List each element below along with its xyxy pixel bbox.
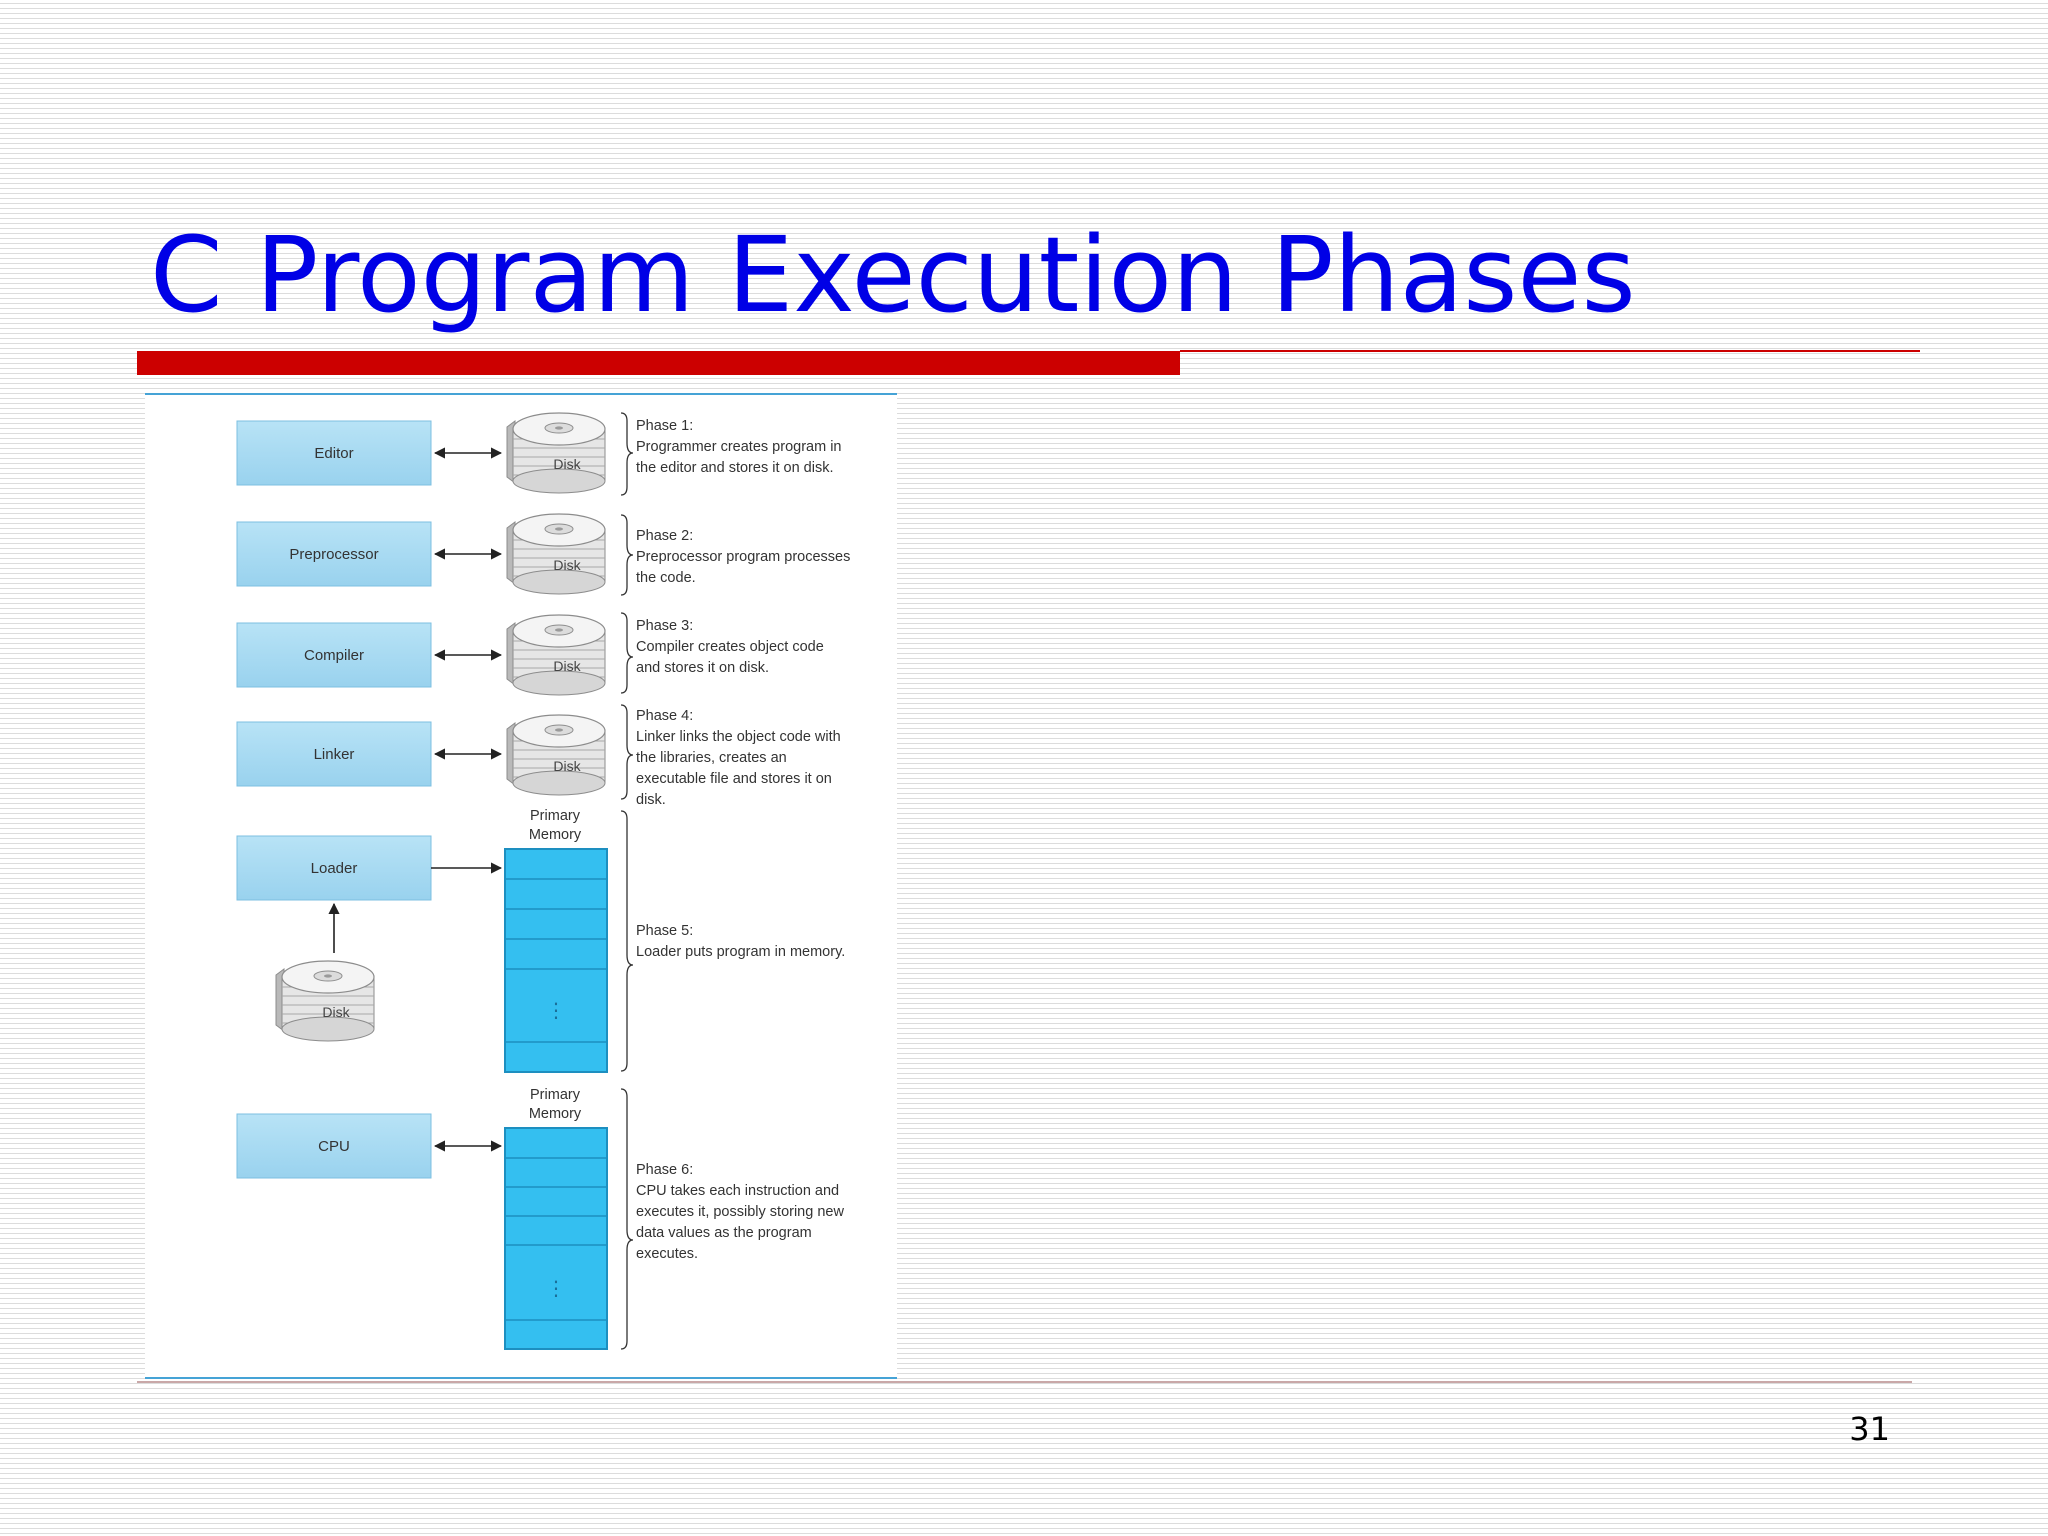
- brace-phase1: [620, 412, 634, 496]
- disk-icon-phase1: Disk: [506, 412, 606, 494]
- phase-label-2: Phase 2:: [636, 528, 694, 544]
- brace-phase4: [620, 704, 634, 800]
- memory-label-line1: Primary: [530, 1087, 581, 1103]
- phase-label-6: Phase 6:: [636, 1162, 694, 1178]
- brace-phase2: [620, 514, 634, 596]
- phase-description-3: Phase 3: Compiler creates object code an…: [636, 616, 851, 679]
- title-underline-thin: [1180, 350, 1920, 352]
- phase-text-1: Programmer creates program in the editor…: [636, 439, 842, 476]
- stage-box-compiler: Compiler: [236, 622, 432, 688]
- disk-label: Disk: [553, 658, 581, 674]
- primary-memory-phase6: ⋮: [504, 1127, 608, 1350]
- stage-label-loader: Loader: [311, 860, 358, 877]
- slide-title: C Program Execution Phases: [150, 214, 1636, 336]
- phase-label-1: Phase 1:: [636, 418, 694, 434]
- phase-text-6: CPU takes each instruction and executes …: [636, 1183, 844, 1262]
- stage-box-cpu: CPU: [236, 1113, 432, 1179]
- phase-label-5: Phase 5:: [636, 923, 694, 939]
- phase-description-1: Phase 1: Programmer creates program in t…: [636, 416, 851, 479]
- phase-description-4: Phase 4: Linker links the object code wi…: [636, 706, 851, 811]
- stage-box-editor: Editor: [236, 420, 432, 486]
- phase-label-4: Phase 4:: [636, 708, 694, 724]
- stage-label-linker: Linker: [314, 746, 355, 763]
- memory-ellipsis: ⋮: [546, 998, 566, 1022]
- phase-description-6: Phase 6: CPU takes each instruction and …: [636, 1160, 851, 1265]
- memory-label-line1: Primary: [530, 808, 581, 824]
- stage-box-preprocessor: Preprocessor: [236, 521, 432, 587]
- brace-phase5: [620, 810, 634, 1072]
- disk-label: Disk: [322, 1004, 350, 1020]
- phases-diagram: Editor Preprocessor Compiler Linker Load…: [236, 412, 634, 1350]
- stage-label-editor: Editor: [314, 445, 353, 462]
- title-underline-thick: [137, 351, 1180, 375]
- disk-label: Disk: [553, 758, 581, 774]
- brace-phase6: [620, 1088, 634, 1350]
- memory-label-line2: Memory: [529, 1106, 582, 1122]
- brace-phase3: [620, 612, 634, 694]
- phase-label-3: Phase 3:: [636, 618, 694, 634]
- primary-memory-phase5: ⋮: [504, 848, 608, 1073]
- disk-label: Disk: [553, 456, 581, 472]
- phase-text-4: Linker links the object code with the li…: [636, 729, 841, 808]
- memory-label-line2: Memory: [529, 827, 582, 843]
- phase-text-2: Preprocessor program processes the code.: [636, 549, 851, 586]
- stage-label-compiler: Compiler: [304, 647, 364, 664]
- disk-icon-loader: Disk: [275, 960, 375, 1042]
- memory-ellipsis: ⋮: [546, 1276, 566, 1300]
- footer-rule: [137, 1381, 1912, 1383]
- stage-box-loader: Loader: [236, 835, 432, 901]
- stage-label-preprocessor: Preprocessor: [289, 546, 378, 563]
- disk-label: Disk: [553, 557, 581, 573]
- page-number: 31: [1849, 1410, 1890, 1448]
- disk-icon-phase2: Disk: [506, 513, 606, 595]
- stage-box-linker: Linker: [236, 721, 432, 787]
- phase-description-5: Phase 5: Loader puts program in memory.: [636, 921, 851, 963]
- disk-icon-phase3: Disk: [506, 614, 606, 696]
- phase-description-2: Phase 2: Preprocessor program processes …: [636, 526, 851, 589]
- stage-label-cpu: CPU: [318, 1138, 350, 1155]
- phase-text-5: Loader puts program in memory.: [636, 944, 846, 960]
- execution-phases-figure: Editor Preprocessor Compiler Linker Load…: [145, 393, 897, 1379]
- disk-icon-phase4: Disk: [506, 714, 606, 796]
- phase-text-3: Compiler creates object code and stores …: [636, 639, 824, 676]
